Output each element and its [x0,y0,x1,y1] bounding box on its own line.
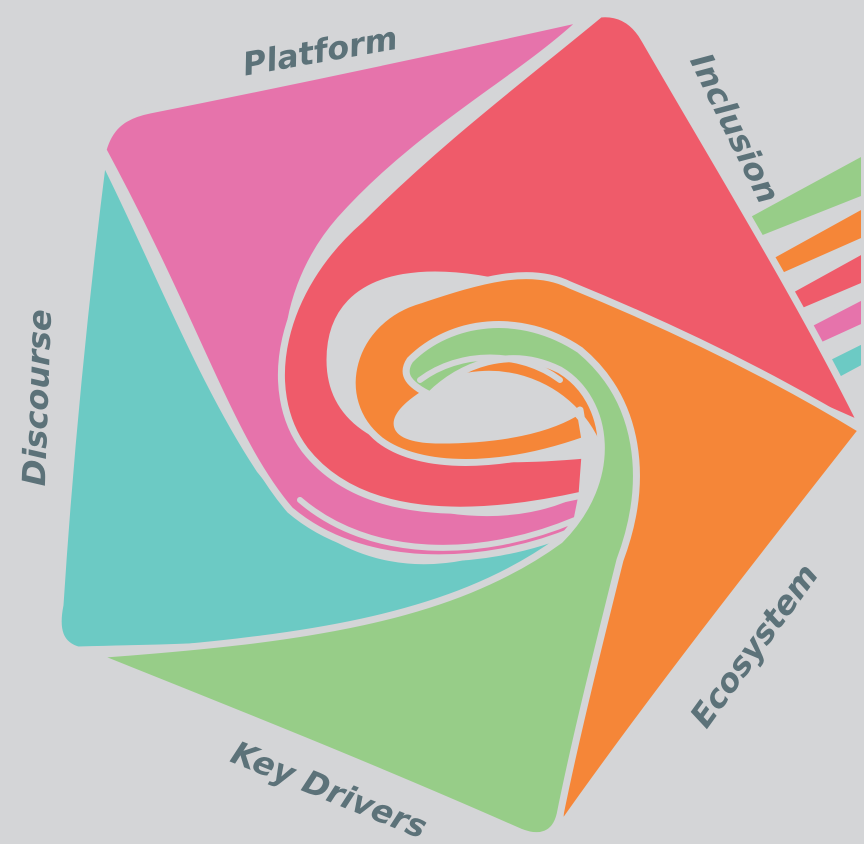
platform-petal [99,14,589,562]
key-drivers-petal [88,321,640,840]
inclusion-petal [277,10,864,514]
discourse-label: Discourse [15,309,59,487]
spiral-separator-1 [417,354,563,383]
spiral-separator-2 [297,497,578,551]
spiral-separators [297,354,578,551]
